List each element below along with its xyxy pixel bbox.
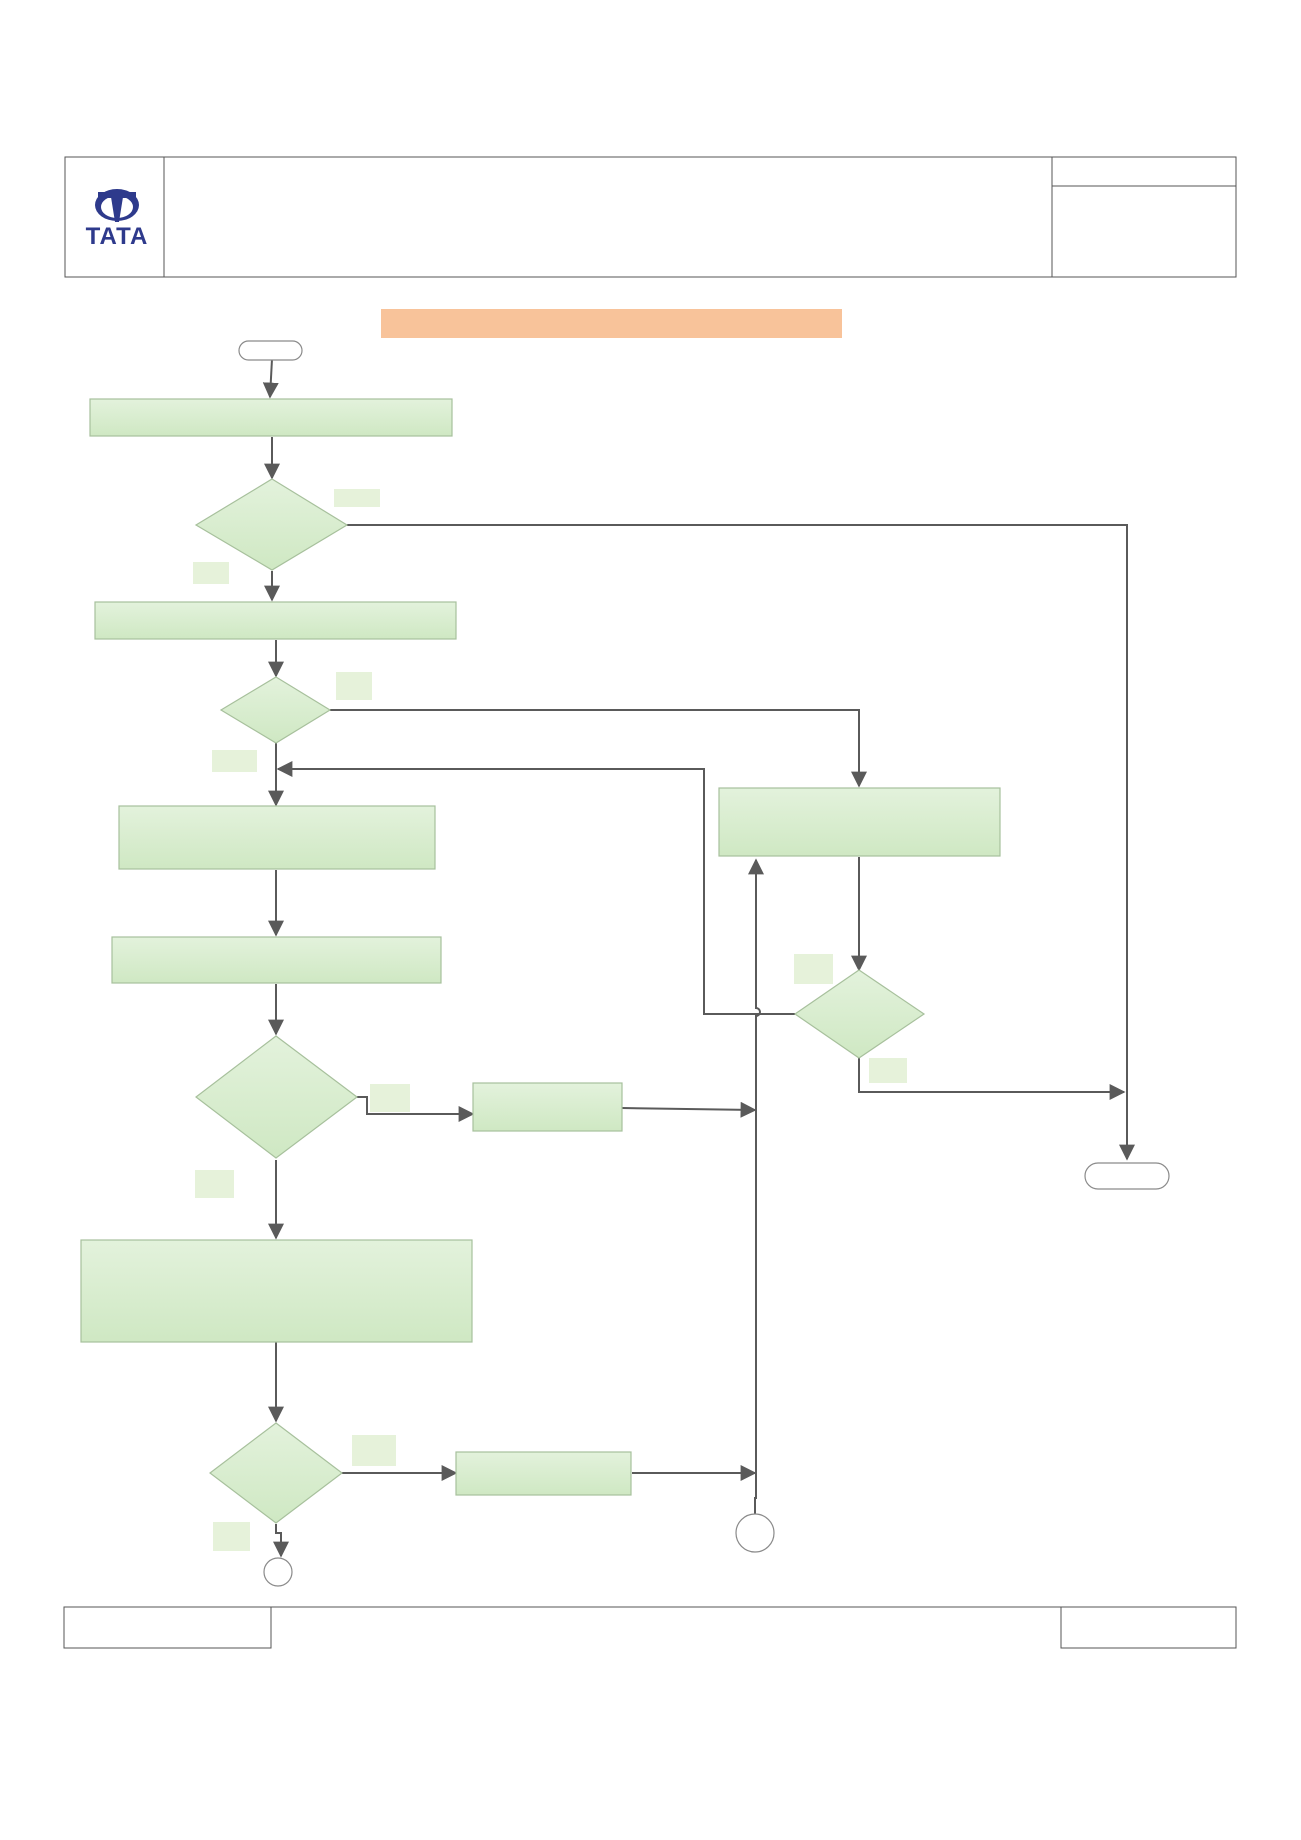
off-page-connector-right <box>735 1513 775 1553</box>
process-box-1 <box>89 398 453 437</box>
decision-4 <box>209 1422 343 1524</box>
process-box-2 <box>94 601 457 640</box>
connector-decision3-smallbox <box>357 1096 475 1122</box>
end-terminal <box>1084 1162 1170 1190</box>
process-box-bottom <box>455 1451 632 1496</box>
connector-decision4-circle <box>273 1524 289 1558</box>
tata-emblem-icon <box>95 189 139 222</box>
process-box-4 <box>111 936 442 984</box>
connector-smallbox-vline <box>621 1101 757 1118</box>
process-box-5 <box>80 1239 473 1343</box>
branch-labels <box>193 489 907 1551</box>
connector-vline-rightbox <box>748 858 764 1514</box>
header-frame <box>64 156 1237 278</box>
label-chip-8 <box>195 1170 234 1198</box>
label-chip-10 <box>213 1522 250 1551</box>
label-chip-2 <box>193 562 229 584</box>
logo-wordmark: TATA <box>86 223 149 250</box>
process-box-right <box>718 787 1001 857</box>
connectors <box>262 358 1135 1558</box>
off-page-connector-left <box>263 1557 293 1587</box>
label-chip-9 <box>352 1435 396 1466</box>
connector-decision2-rightbox <box>330 709 867 788</box>
label-chip-4 <box>212 750 257 772</box>
connector-loop-back <box>276 761 795 1015</box>
decision-2 <box>219 676 332 744</box>
title-bar <box>381 309 842 338</box>
label-chip-5 <box>794 954 833 984</box>
tata-logo: TATA <box>86 189 149 250</box>
connector-decision5-endline <box>858 1058 1126 1100</box>
process-boxes <box>80 398 1001 1496</box>
label-chip-1 <box>334 489 380 507</box>
connector-decision1-end <box>347 524 1135 1161</box>
label-chip-7 <box>370 1084 410 1112</box>
decision-1 <box>194 478 349 571</box>
label-chip-3 <box>336 672 372 700</box>
decision-5 <box>793 969 926 1059</box>
decision-diamonds <box>194 478 926 1524</box>
terminals <box>238 340 1170 1587</box>
process-box-small <box>472 1082 623 1132</box>
process-box-3 <box>118 805 436 870</box>
decision-3 <box>195 1035 358 1159</box>
label-chip-6 <box>869 1058 907 1083</box>
connector-start-box1 <box>262 358 279 399</box>
start-terminal <box>238 340 303 361</box>
footer-frame <box>63 1606 1237 1649</box>
